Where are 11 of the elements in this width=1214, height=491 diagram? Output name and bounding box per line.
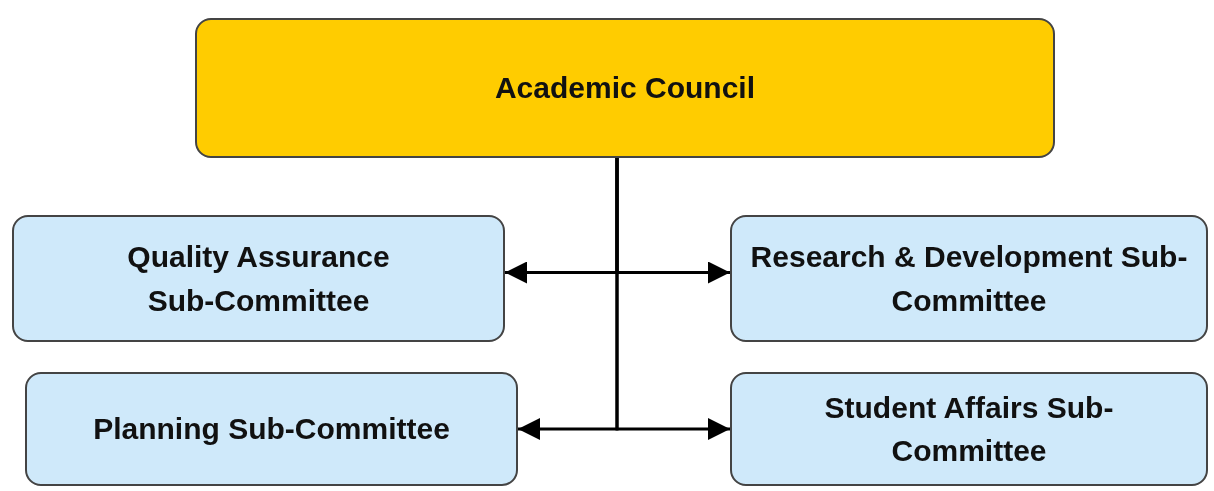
committee-box [730, 372, 1208, 486]
committee-name: Planning Sub-Committee [93, 411, 450, 448]
committee-box [25, 372, 518, 486]
committee-box [730, 215, 1208, 342]
committee-box [12, 215, 505, 342]
connector-arrow [615, 158, 730, 440]
committee-name: Quality Assurance Sub-Committee [126, 239, 391, 319]
committee-name: Student Affairs Sub-Committee [823, 389, 1115, 469]
council-box [195, 18, 1055, 158]
committee-name: Academic Council [494, 70, 756, 107]
committee-name: Research & Development Sub-Committee [749, 239, 1189, 319]
